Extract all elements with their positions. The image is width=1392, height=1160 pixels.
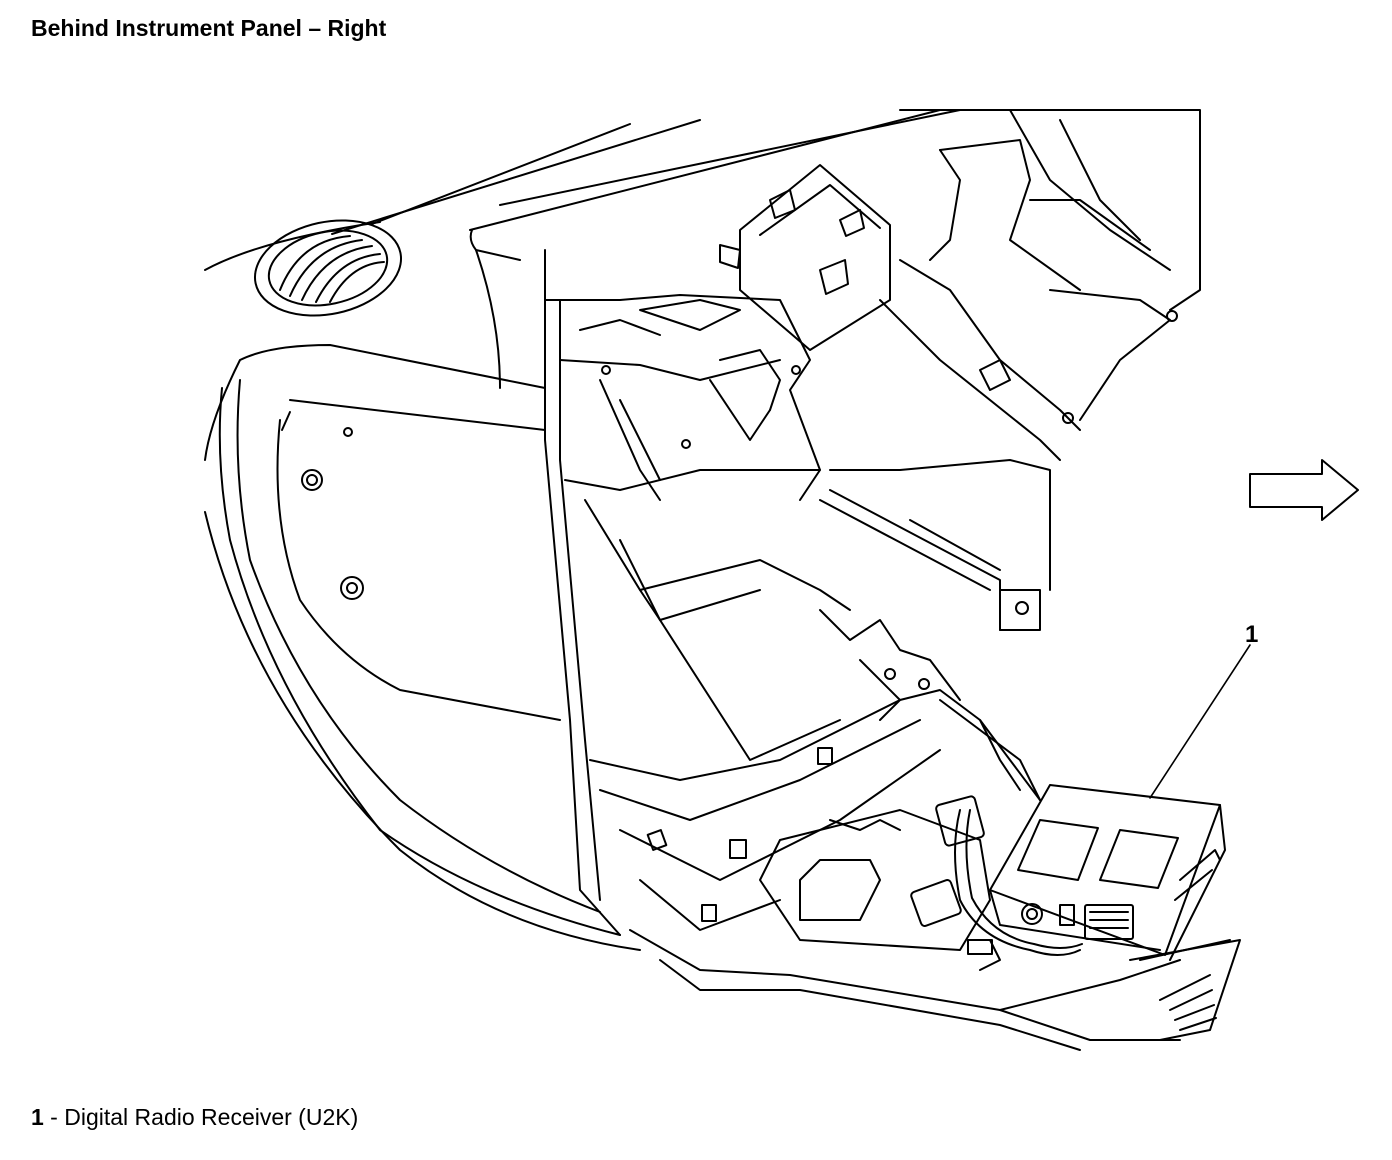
right-upper-bracket: [879, 109, 1201, 461]
legend-label: Digital Radio Receiver (U2K): [64, 1104, 359, 1130]
lower-support: [589, 609, 1041, 931]
legend-number: 1: [31, 1104, 44, 1130]
upper-module: [719, 164, 891, 351]
left-end-panel: [204, 229, 641, 951]
wiring-harness: [910, 795, 1083, 971]
digital-radio-receiver: [989, 784, 1226, 961]
callout-number-1: 1: [1245, 621, 1259, 648]
side-duct: [819, 459, 1051, 631]
legend-item-1: 1 - Digital Radio Receiver (U2K): [31, 1104, 358, 1131]
air-vent: [253, 219, 403, 317]
page-title: Behind Instrument Panel – Right: [31, 15, 387, 41]
callout-leader-line: [1149, 644, 1251, 799]
center-support-bracket: [544, 249, 851, 936]
dash-top-edge: [204, 109, 961, 271]
right-arrow-icon: [1249, 459, 1359, 521]
radio-mounting-bracket: [1129, 939, 1241, 1041]
floor-tray: [629, 809, 1231, 1051]
legend-separator: -: [43, 1104, 65, 1130]
